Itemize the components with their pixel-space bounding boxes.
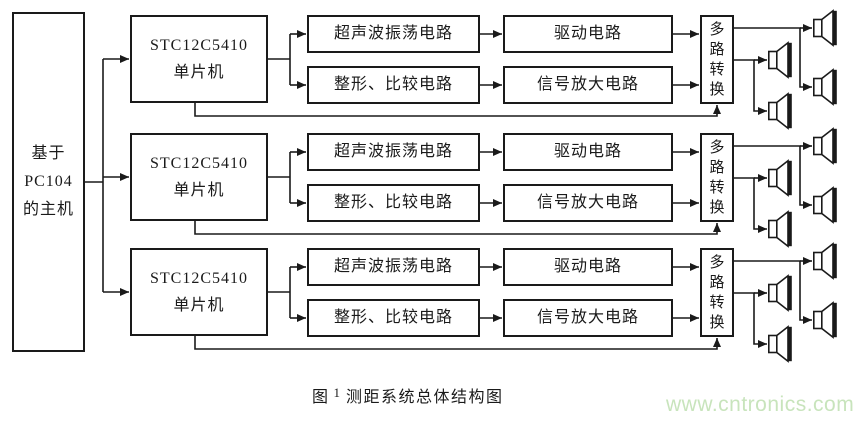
mux-label: 多路转换: [709, 21, 725, 98]
ultrasonic-transducer-icon: [812, 187, 838, 223]
mcu-label: STC12C5410: [149, 270, 248, 287]
amplifier-block: 信号放大电路: [503, 299, 673, 337]
ultrasonic-transducer-icon: [812, 69, 838, 105]
ultrasonic-transducer-icon: [767, 211, 793, 247]
host-block: 基于 PC104 的主机: [12, 12, 85, 352]
mcu-label: 单片机: [173, 297, 225, 314]
oscillator-block: 超声波振荡电路: [307, 248, 480, 286]
drive-block: 驱动电路: [503, 248, 673, 286]
drive-block: 驱动电路: [503, 133, 673, 171]
mcu-block: STC12C5410 单片机: [130, 133, 268, 221]
amplifier-block: 信号放大电路: [503, 184, 673, 222]
ultrasonic-transducer-icon: [767, 93, 793, 129]
host-bus-line: [85, 59, 104, 292]
ultrasonic-transducer-icon: [767, 325, 793, 363]
host-label-line: PC104: [24, 173, 73, 190]
ultrasonic-transducer-icon: [812, 10, 838, 47]
ultrasonic-transducer-icon: [767, 274, 793, 312]
ultrasonic-transducer-icon: [767, 41, 793, 78]
shaping-block: 整形、比较电路: [307, 66, 480, 104]
figure-title: 测距系统总体结构图: [346, 389, 504, 406]
mcu-label: STC12C5410: [149, 155, 248, 172]
shaping-block: 整形、比较电路: [307, 299, 480, 337]
figure-number: 1: [333, 385, 341, 400]
mux-block: 多路转换: [700, 133, 734, 222]
mux-label: 多路转换: [709, 254, 725, 331]
figure-label: 图: [312, 389, 330, 406]
mux-block: 多路转换: [700, 248, 734, 337]
drive-block: 驱动电路: [503, 15, 673, 53]
shaping-block: 整形、比较电路: [307, 184, 480, 222]
ultrasonic-transducer-icon: [812, 243, 838, 280]
mcu-block: STC12C5410 单片机: [130, 15, 268, 103]
ultrasonic-transducer-icon: [812, 301, 838, 339]
mcu-label: 单片机: [173, 64, 225, 81]
host-label-line: 的主机: [22, 201, 74, 218]
oscillator-block: 超声波振荡电路: [307, 15, 480, 53]
mcu-label: 单片机: [173, 182, 225, 199]
host-label-line: 基于: [31, 145, 66, 162]
ultrasonic-transducer-icon: [767, 160, 793, 196]
mux-label: 多路转换: [709, 139, 725, 216]
mcu-block: STC12C5410 单片机: [130, 248, 268, 336]
watermark: www.cntronics.com: [666, 393, 853, 416]
mux-block: 多路转换: [700, 15, 734, 104]
oscillator-block: 超声波振荡电路: [307, 133, 480, 171]
transducer-icons: [767, 10, 838, 363]
amplifier-block: 信号放大电路: [503, 66, 673, 104]
ultrasonic-transducer-icon: [812, 128, 838, 164]
mcu-label: STC12C5410: [149, 37, 248, 54]
